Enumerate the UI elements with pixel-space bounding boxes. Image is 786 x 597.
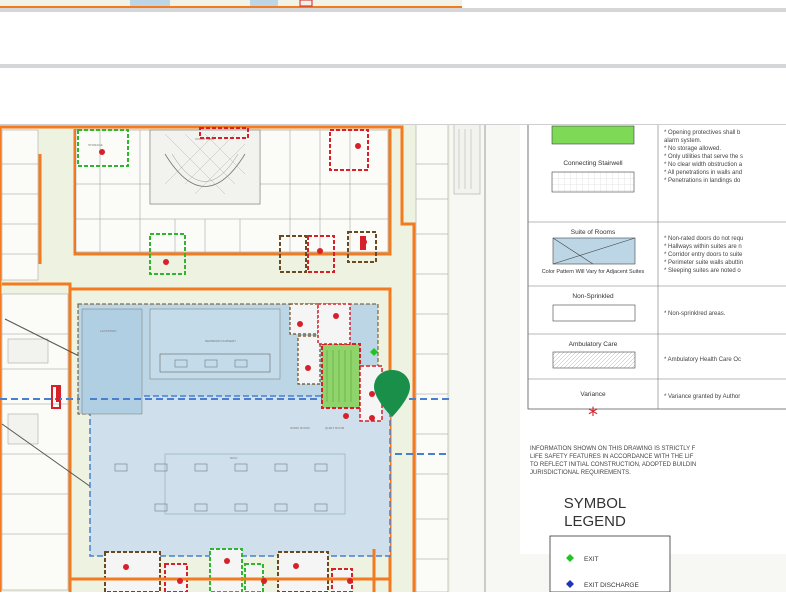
floor-plan-drawing: COURTYARD LACTATIO	[0, 123, 786, 593]
note-stair-0: * Opening protectives shall b	[664, 130, 741, 136]
legend-label-variance: Variance	[580, 391, 606, 398]
note-suite-2: * Corridor entry doors to suite	[664, 252, 743, 258]
note-ambulatory: * Ambulatory Health Care Oc	[664, 357, 741, 363]
info-note-1: LIFE SAFETY FEATURES IN ACCORDANCE WITH …	[530, 454, 694, 460]
info-note-3: JURISDICTIONAL REQUIREMENTS.	[530, 470, 631, 476]
legend-label-ambulatory: Ambulatory Care	[569, 341, 618, 348]
legend-label-stairwell: Connecting Stairwell	[563, 160, 623, 167]
variance-star-icon: *	[588, 403, 598, 427]
note-stair-5: * All penetrations in walls and	[664, 170, 742, 176]
legend-label-suite: Suite of Rooms	[571, 229, 616, 236]
note-variance: * Variance granted by Author	[664, 394, 740, 400]
fire-equipment-markers	[99, 143, 375, 584]
legend-label-nonsprinkled: Non-Sprinkled	[572, 293, 614, 300]
stairwell-green-swatch	[551, 125, 635, 145]
upper-rooms-block: COURTYARD	[75, 129, 389, 253]
nursery-label: NEWBORN NURSERY	[205, 339, 236, 343]
note-stair-2: * No storage allowed.	[664, 146, 721, 152]
note-stair-1: alarm system.	[664, 138, 702, 144]
lactation-label: LACTATION	[100, 329, 116, 333]
left-wing-rooms	[1, 129, 69, 591]
courtyard-label: COURTYARD	[195, 137, 215, 141]
green-rated-rooms	[77, 127, 377, 275]
note-nonsprinkled: * Non-sprinklred areas.	[664, 311, 726, 317]
brown-room	[297, 335, 321, 385]
note-stair-3: * Only utilities that serve the s	[664, 154, 743, 160]
exit-discharge-diamond-icon	[566, 580, 574, 588]
note-suite-0: * Non-rated doors do not requ	[664, 236, 743, 242]
info-note-2: TO REFLECT INITIAL CONSTRUCTION, ADOPTED…	[530, 462, 696, 468]
symbol-legend-title-1: SYMBOL	[564, 495, 627, 512]
quiet-room-label: QUIET ROOM	[325, 426, 345, 430]
floor-plan-image[interactable]: COURTYARD LACTATIO	[0, 123, 786, 593]
connecting-stairwell	[321, 343, 361, 409]
suite-swatch	[552, 237, 636, 265]
nursery-suite: LACTATION NEWBORN NURSERY NICU WORK ROOM…	[77, 303, 391, 557]
legend-panel: Connecting Stairwell Suite of Rooms Colo…	[520, 123, 786, 593]
work-room-label: WORK ROOM	[290, 426, 310, 430]
nicu-label: NICU	[230, 456, 237, 460]
note-suite-4: * Sleeping suites are noted o	[664, 268, 741, 274]
symbol-exit-discharge-label: EXIT DISCHARGE	[584, 582, 639, 589]
image-divider-top	[0, 8, 786, 12]
map-pin-icon[interactable]	[374, 370, 410, 417]
note-stair-6: * Penetrations in landings do	[664, 178, 741, 184]
note-stair-4: * No clear width obstruction a	[664, 162, 743, 168]
exit-diamond-icon	[370, 348, 378, 356]
storage-label-top: STORAGE	[88, 143, 103, 147]
bottom-rated-rooms	[104, 548, 353, 593]
symbol-legend-title-2: LEGEND	[564, 513, 626, 530]
note-suite-1: * Hallways within suites are n	[664, 244, 742, 250]
image-divider-middle	[0, 64, 786, 68]
note-suite-3: * Perimeter suite walls abuttin	[664, 260, 743, 266]
symbol-exit-label: EXIT	[584, 556, 598, 563]
info-note-0: INFORMATION SHOWN ON THIS DRAWING IS STR…	[530, 446, 696, 452]
right-wing-rooms	[415, 123, 481, 593]
legend-sublabel-suite: Color Pattern Will Vary for Adjacent Sui…	[542, 269, 645, 275]
exit-symbol-icon	[566, 554, 574, 562]
